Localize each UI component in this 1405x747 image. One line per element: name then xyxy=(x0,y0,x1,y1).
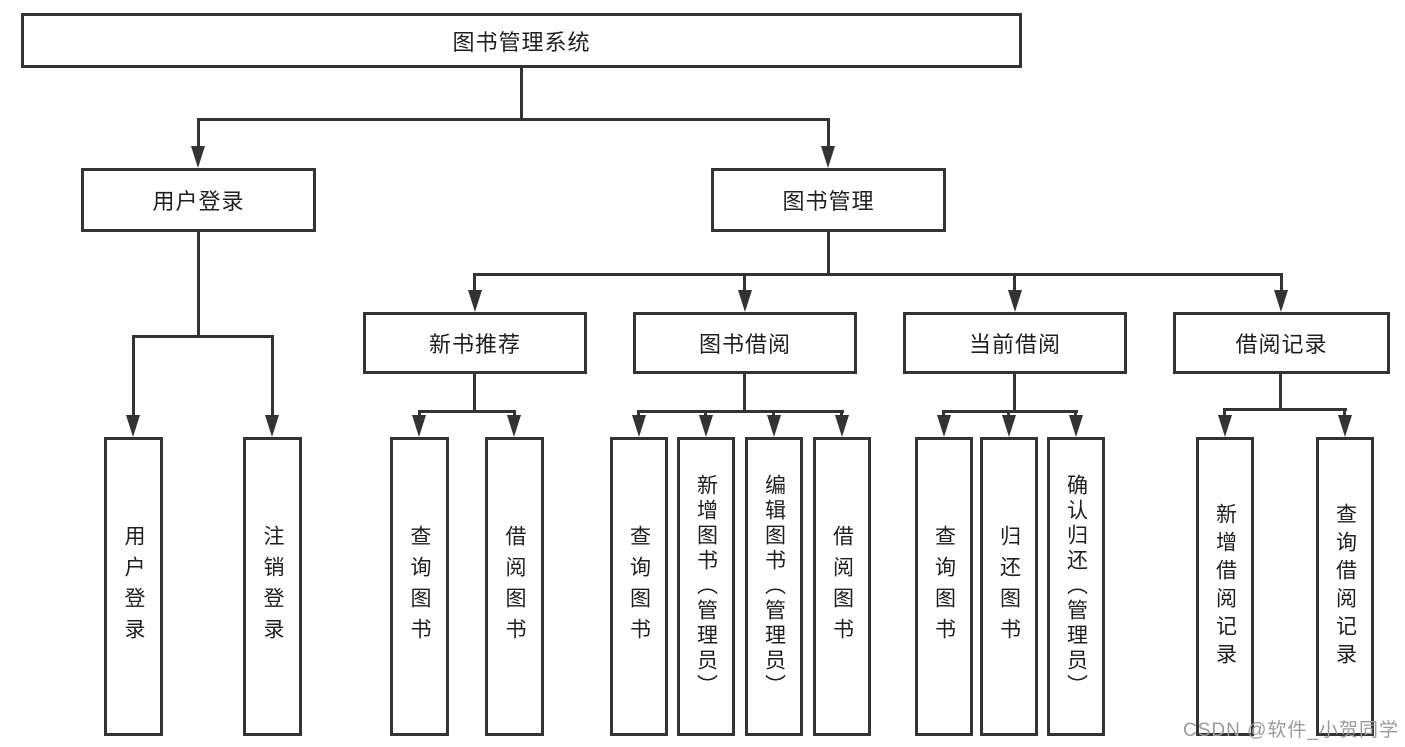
node-book-management: 图书管理 xyxy=(711,168,946,232)
connector-root-stem xyxy=(520,68,523,118)
node-root: 图书管理系统 xyxy=(21,13,1022,68)
connector-drop-recommend-1 xyxy=(418,410,421,418)
connector-login-stem xyxy=(197,232,200,335)
node-new-book-recommend: 新书推荐 xyxy=(363,312,587,374)
connector-drop-new-books xyxy=(473,273,476,292)
node-current-borrowing: 当前借阅 xyxy=(903,312,1127,374)
arrowhead-borrowing-1 xyxy=(632,415,646,437)
connector-drop-logout xyxy=(271,335,274,417)
leaf-current-return-books-label: 归还图书 xyxy=(997,524,1021,649)
arrowhead-records-1 xyxy=(1218,415,1232,437)
arrowhead-borrow xyxy=(738,290,752,312)
leaf-current-confirm-return-admin: 确认归还（管理员） xyxy=(1047,437,1105,736)
leaf-borrowing-edit-books-admin: 编辑图书（管理员） xyxy=(745,437,803,736)
node-new-book-recommend-label: 新书推荐 xyxy=(428,332,521,357)
leaf-user-login-label: 用户登录 xyxy=(122,524,145,649)
connector-records-stem xyxy=(1279,373,1282,408)
connector-drop-borrow xyxy=(743,273,746,292)
connector-drop-recommend-2 xyxy=(513,410,516,418)
connector-drop-borrowing-1 xyxy=(637,410,640,418)
arrowhead-records xyxy=(1274,290,1288,312)
node-user-login-label: 用户登录 xyxy=(152,189,245,214)
leaf-current-query-books: 查询图书 xyxy=(915,437,973,736)
connector-drop-records-1 xyxy=(1223,408,1226,418)
node-borrow-records-label: 借阅记录 xyxy=(1235,332,1328,357)
connector-drop-current-2 xyxy=(1007,410,1010,418)
leaf-borrowing-add-books-admin: 新增图书（管理员） xyxy=(677,437,735,736)
connector-mgmt-stem xyxy=(827,232,830,273)
connector-drop-do-login xyxy=(132,335,135,417)
leaf-recommend-query-books: 查询图书 xyxy=(390,437,449,736)
leaf-borrowing-borrow-books: 借阅图书 xyxy=(813,437,871,736)
arrowhead-book-mgmt xyxy=(821,146,835,168)
connector-drop-borrowing-4 xyxy=(840,410,843,418)
arrowhead-recommend-2 xyxy=(507,415,521,437)
leaf-borrowing-edit-books-admin-label: 编辑图书（管理员） xyxy=(762,474,786,699)
arrowhead-user-login xyxy=(191,146,205,168)
connector-borrowing-rail xyxy=(637,410,844,413)
arrowhead-current-2 xyxy=(1002,415,1016,437)
leaf-current-query-books-label: 查询图书 xyxy=(932,524,956,649)
connector-login-rail xyxy=(132,335,274,338)
arrowhead-borrowing-4 xyxy=(835,415,849,437)
connector-drop-current-3 xyxy=(1074,410,1077,418)
leaf-records-add-record: 新增借阅记录 xyxy=(1196,437,1254,736)
leaf-recommend-query-books-label: 查询图书 xyxy=(408,524,431,649)
leaf-current-confirm-return-admin-label: 确认归还（管理员） xyxy=(1064,474,1088,699)
arrowhead-current-3 xyxy=(1069,415,1083,437)
csdn-watermark: CSDN @软件_小贺同学 xyxy=(1183,720,1399,741)
leaf-records-query-record: 查询借阅记录 xyxy=(1316,437,1374,736)
connector-recommend-stem xyxy=(473,373,476,410)
node-borrow-records: 借阅记录 xyxy=(1173,312,1390,374)
connector-root-rail xyxy=(197,118,830,121)
arrowhead-logout xyxy=(265,415,279,437)
leaf-recommend-borrow-books: 借阅图书 xyxy=(485,437,544,736)
connector-drop-current xyxy=(1013,273,1016,292)
arrowhead-current-1 xyxy=(937,415,951,437)
connector-borrowing-stem xyxy=(743,373,746,410)
leaf-logout: 注销登录 xyxy=(243,437,302,736)
node-book-borrowing-label: 图书借阅 xyxy=(698,332,791,357)
arrowhead-do-login xyxy=(126,415,140,437)
node-current-borrowing-label: 当前借阅 xyxy=(968,332,1061,357)
node-book-management-label: 图书管理 xyxy=(782,189,875,214)
connector-current-rail xyxy=(942,410,1078,413)
connector-drop-current-1 xyxy=(942,410,945,418)
leaf-borrowing-add-books-admin-label: 新增图书（管理员） xyxy=(694,474,718,699)
connector-drop-user-login xyxy=(197,118,200,148)
connector-drop-book-mgmt xyxy=(827,118,830,148)
connector-drop-borrowing-3 xyxy=(772,410,775,418)
node-book-borrowing: 图书借阅 xyxy=(633,312,857,374)
leaf-records-add-record-label: 新增借阅记录 xyxy=(1213,502,1237,671)
connector-drop-borrowing-2 xyxy=(704,410,707,418)
arrowhead-new-books xyxy=(468,290,482,312)
leaf-current-return-books: 归还图书 xyxy=(980,437,1038,736)
connector-records-rail xyxy=(1223,408,1347,411)
connector-drop-records-2 xyxy=(1343,408,1346,418)
connector-current-stem xyxy=(1013,373,1016,410)
arrowhead-borrowing-3 xyxy=(767,415,781,437)
leaf-records-query-record-label: 查询借阅记录 xyxy=(1333,502,1357,671)
arrowhead-recommend-1 xyxy=(412,415,426,437)
leaf-borrowing-borrow-books-label: 借阅图书 xyxy=(830,524,854,649)
leaf-user-login: 用户登录 xyxy=(104,437,163,736)
connector-drop-records xyxy=(1280,273,1283,292)
arrowhead-borrowing-2 xyxy=(699,415,713,437)
leaf-recommend-borrow-books-label: 借阅图书 xyxy=(503,524,526,649)
leaf-borrowing-query-books: 查询图书 xyxy=(610,437,668,736)
arrowhead-current xyxy=(1008,290,1022,312)
connector-recommend-rail xyxy=(418,410,516,413)
arrowhead-records-2 xyxy=(1338,415,1352,437)
leaf-borrowing-query-books-label: 查询图书 xyxy=(627,524,651,649)
node-root-label: 图书管理系统 xyxy=(452,29,591,55)
leaf-logout-label: 注销登录 xyxy=(261,524,284,649)
node-user-login: 用户登录 xyxy=(81,168,316,232)
connector-mgmt-rail xyxy=(473,273,1281,276)
